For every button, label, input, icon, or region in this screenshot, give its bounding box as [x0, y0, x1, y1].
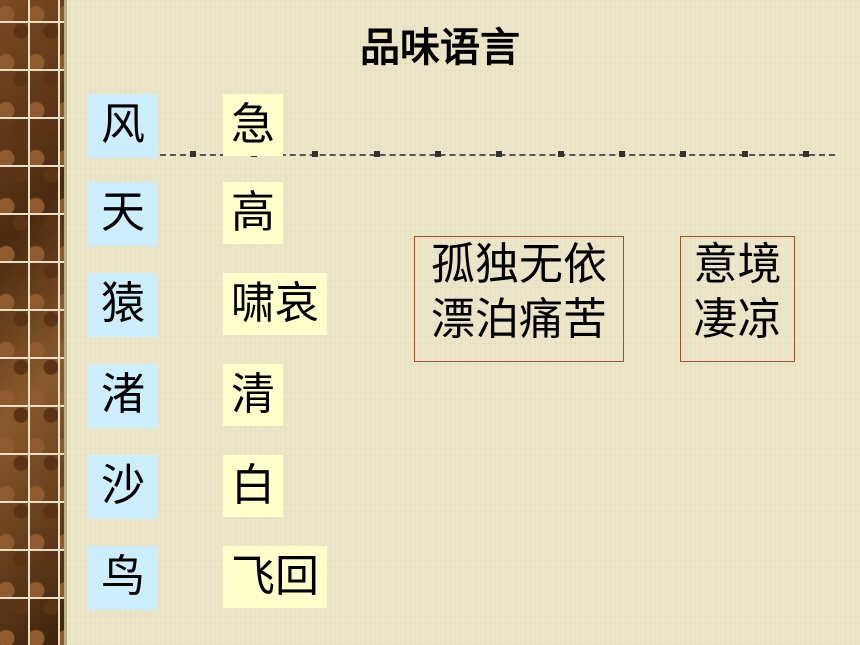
descriptor-char-2: 高	[223, 182, 283, 244]
mood-line-1: 意境	[693, 239, 782, 290]
image-char-bird: 鸟	[88, 546, 158, 610]
decorative-side-strip	[0, 0, 67, 645]
descriptor-char-1: 急	[223, 94, 283, 156]
image-char-sky: 天	[88, 182, 158, 246]
mood-box: 意境 凄凉	[680, 236, 795, 362]
divider-dot	[803, 151, 809, 157]
descriptor-char-6: 飞回	[223, 546, 327, 608]
divider-dot	[312, 151, 318, 157]
image-char-ape: 猿	[88, 273, 158, 337]
image-char-islet: 渚	[88, 364, 158, 428]
divider-dot	[742, 151, 748, 157]
emotion-line-1: 孤独无依	[431, 239, 607, 290]
divider-dot	[496, 151, 502, 157]
slide-title: 品味语言	[360, 25, 520, 71]
divider-dot	[680, 151, 686, 157]
descriptor-char-3: 啸哀	[223, 273, 327, 335]
divider-dot	[374, 151, 380, 157]
emotion-line-2: 漂泊痛苦	[431, 294, 607, 345]
divider-dot	[190, 151, 196, 157]
divider-dot	[619, 151, 625, 157]
image-char-sand: 沙	[88, 455, 158, 519]
image-char-wind: 风	[88, 94, 158, 158]
divider-dot	[435, 151, 441, 157]
descriptor-char-4: 清	[223, 364, 283, 426]
mood-line-2: 凄凉	[693, 294, 782, 345]
dashed-divider	[120, 154, 835, 156]
descriptor-char-5: 白	[223, 455, 283, 517]
emotion-box: 孤独无依 漂泊痛苦	[414, 236, 624, 362]
divider-dot	[558, 151, 564, 157]
